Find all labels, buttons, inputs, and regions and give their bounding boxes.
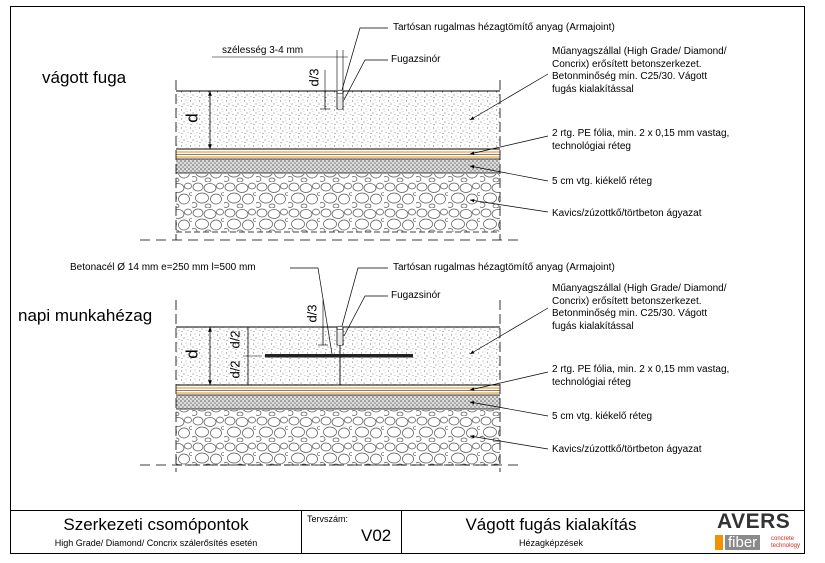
top-pe-foil: [176, 151, 500, 158]
bottom-leveling-layer: [176, 395, 500, 409]
top-label-cord: Fugazsinór: [391, 54, 441, 65]
bottom-label-leveling: 5 cm vtg. kiékelő réteg: [552, 411, 653, 422]
top-section-title: vágott fuga: [42, 68, 127, 87]
logo-sub: fiber: [725, 535, 761, 550]
top-dim-d: d: [182, 113, 202, 123]
top-label-sealant: Tartósan rugalmas hézagtömítő anyag (Arm…: [393, 22, 615, 33]
top-leader-leveling: [469, 165, 549, 182]
drawing-title: Vágott fugás kialakítás: [465, 515, 637, 534]
plan-label: Tervszám:: [307, 514, 349, 524]
bottom-leader-sealant: [341, 267, 388, 327]
title-block-main: Szerkezeti csomópontok High Grade/ Diamo…: [11, 511, 301, 554]
bottom-saw-joint: [336, 325, 344, 346]
top-label-width: szélesség 3-4 mm: [222, 45, 304, 56]
top-label-concrete: Műanyagszállal (High Grade/ Diamond/ Con…: [552, 46, 727, 95]
top-saw-joint: [336, 89, 344, 110]
top-width-dimension: [212, 50, 348, 90]
top-leader-cord: [343, 59, 388, 101]
logo-small-1: concrete: [771, 536, 795, 542]
drawing-subtitle: Hézagképzések: [518, 538, 584, 548]
logo-word: AVERS: [717, 510, 791, 533]
top-third-dimension: [320, 70, 330, 110]
top-label-gravel: Kavics/zúzottkő/törtbeton ágyazat: [552, 208, 702, 219]
bottom-leader-leveling: [469, 401, 549, 417]
title-block-plan: Tervszám: V02: [301, 511, 401, 554]
bottom-leader-dowel: [290, 267, 333, 355]
bottom-half-dimension: [243, 326, 262, 386]
company-logo: AVERS fiber concrete technology: [711, 510, 804, 554]
drawing-frame: [10, 6, 805, 554]
title-block: Szerkezeti csomópontok High Grade/ Diamo…: [11, 510, 804, 554]
bottom-leader-concrete: [469, 307, 549, 355]
bottom-leader-gravel: [469, 435, 549, 450]
bottom-label-sealant: Tartósan rugalmas hézagtömítő anyag (Arm…: [393, 262, 615, 273]
top-label-pe-foil: 2 rtg. PE fólia, min. 2 x 0,15 mm vastag…: [552, 128, 730, 152]
top-label-leveling: 5 cm vtg. kiékelő réteg: [552, 176, 653, 187]
bottom-dim-d3: d/3: [304, 304, 320, 323]
bottom-gravel-bed: [176, 410, 500, 465]
title-block-drawing: Vágott fugás kialakítás Hézagképzések: [401, 511, 701, 554]
bottom-label-gravel: Kavics/zúzottkő/törtbeton ágyazat: [552, 444, 702, 455]
top-dim-d3: d/3: [306, 68, 322, 87]
bottom-label-pe-foil: 2 rtg. PE fólia, min. 2 x 0,15 mm vastag…: [552, 364, 730, 388]
main-subtitle: High Grade/ Diamond/ Concrix szálerősíté…: [54, 538, 258, 548]
top-depth-dimension: [204, 90, 216, 150]
top-leader-gravel: [469, 198, 549, 213]
top-gravel-bed: [176, 174, 500, 232]
top-leader-sealant: [341, 27, 388, 91]
bottom-depth-dimension: [204, 326, 216, 386]
bottom-dim-d2-top: d/2: [227, 330, 243, 349]
plan-number: V02: [361, 526, 392, 545]
bottom-section-title: napi munkahézag: [18, 306, 153, 325]
bottom-label-dowel: Betonacél Ø 14 mm e=250 mm l=500 mm: [70, 262, 256, 273]
bottom-dim-d2-bottom: d/2: [227, 360, 243, 379]
logo-orange-bar: [715, 535, 723, 550]
bottom-label-cord: Fugazsinór: [391, 290, 441, 301]
logo-small-2: technology: [771, 543, 801, 549]
top-leveling-layer: [176, 159, 500, 173]
bottom-dowel-bar: [265, 354, 413, 358]
top-leader-concrete: [469, 73, 549, 121]
bottom-dim-d: d: [182, 349, 202, 359]
top-cross-section: [140, 27, 549, 241]
top-leader-foil: [469, 135, 549, 155]
bottom-label-concrete: Műanyagszállal (High Grade/ Diamond/ Con…: [552, 283, 727, 332]
main-title: Szerkezeti csomópontok: [63, 515, 249, 534]
bottom-leader-cord: [343, 295, 388, 337]
bottom-pe-foil: [176, 387, 500, 394]
bottom-cross-section: [140, 267, 549, 472]
bottom-leader-foil: [469, 371, 549, 391]
bottom-third-dimension: [318, 300, 328, 346]
